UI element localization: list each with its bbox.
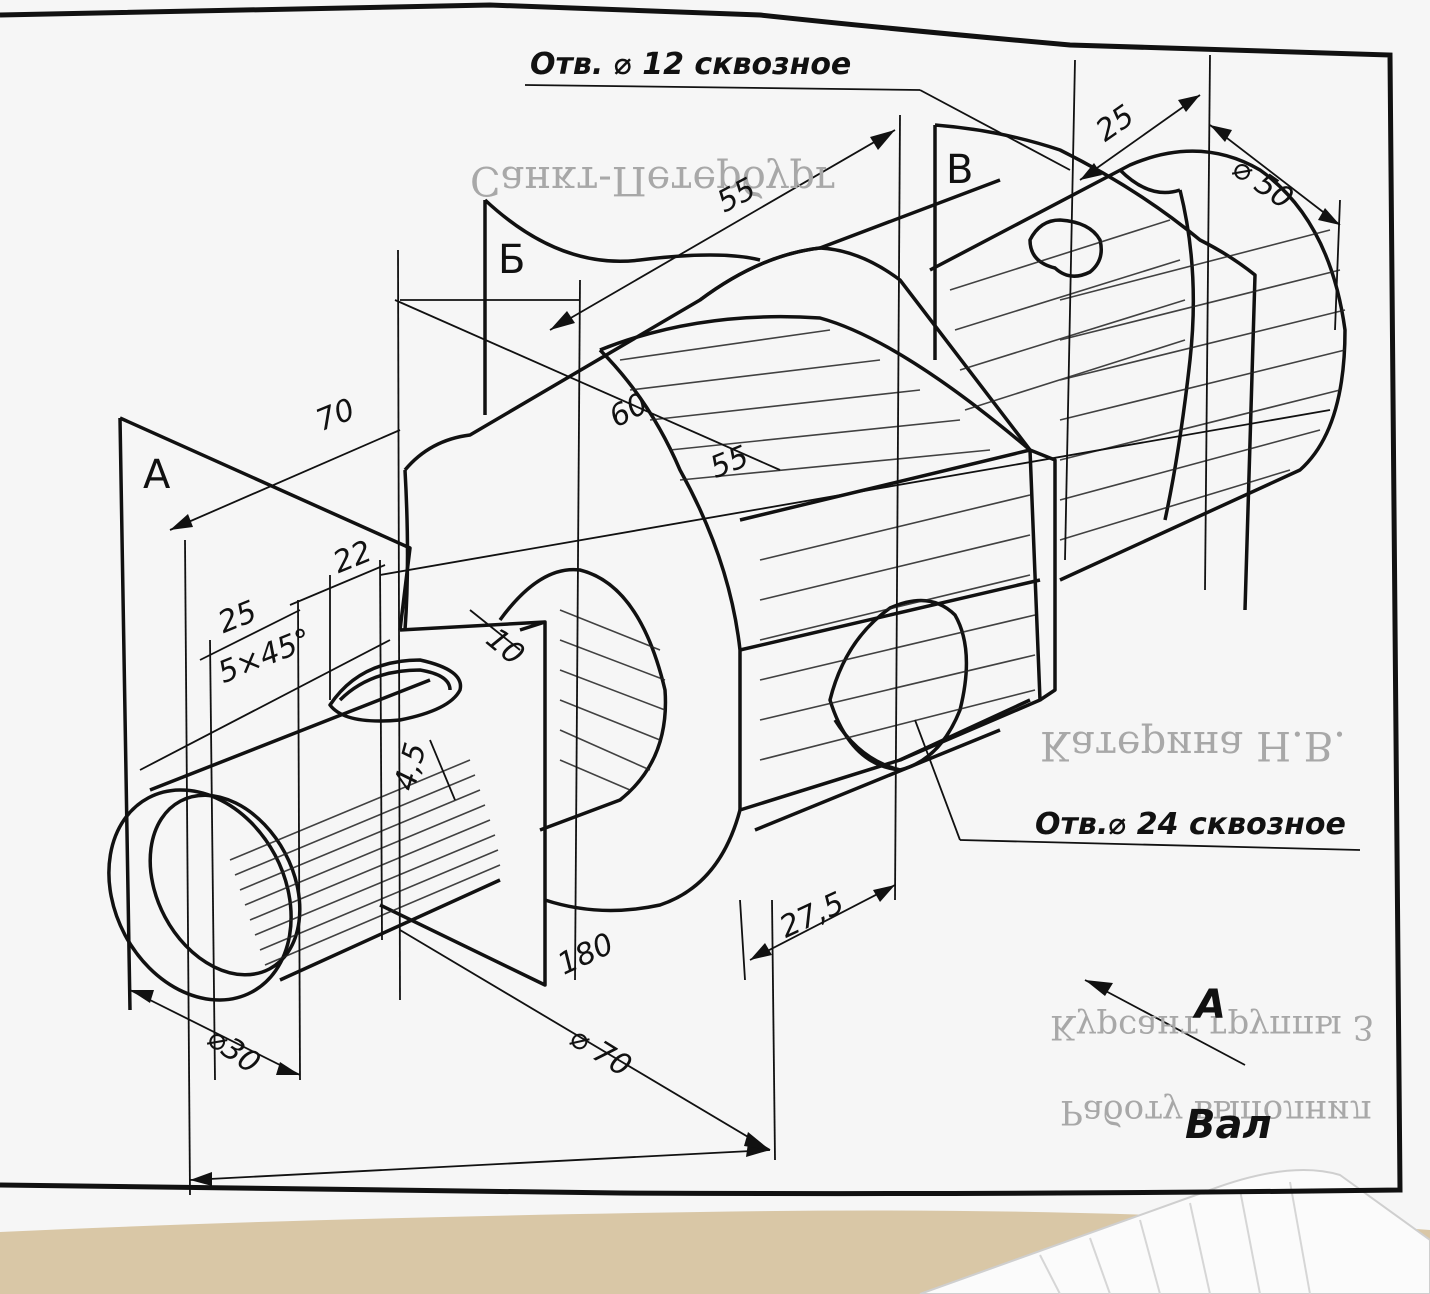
plane-a	[118, 416, 412, 1011]
view-arrow-label: A	[1195, 982, 1226, 1028]
flange-body	[403, 246, 1042, 913]
shaft-end-face	[107, 788, 293, 1002]
keyway-slot	[328, 658, 463, 723]
paper-sheet	[0, 0, 1430, 1232]
right-shaft	[929, 149, 1347, 582]
show-through-text: Санкт-Петербург	[470, 157, 836, 203]
plane-label-a: A	[143, 452, 171, 498]
plane-label-v: В	[946, 147, 974, 193]
drawing-frame	[0, 2, 1403, 1197]
plane-label-b: Б	[498, 237, 526, 283]
drawing-title: Вал	[1185, 1102, 1272, 1148]
notebook-corner	[919, 1169, 1430, 1294]
show-through-text: Катерина Н.В.	[1040, 722, 1346, 768]
note-hole-12: Отв. ⌀ 12 сквозное	[530, 47, 852, 82]
hole-12-top	[1028, 218, 1103, 278]
left-shaft	[149, 678, 501, 982]
plane-v	[933, 123, 1257, 611]
hole-24	[828, 598, 969, 772]
plane-b	[483, 198, 761, 415]
note-hole-24: Отв.⌀ 24 сквозное	[1035, 807, 1346, 842]
